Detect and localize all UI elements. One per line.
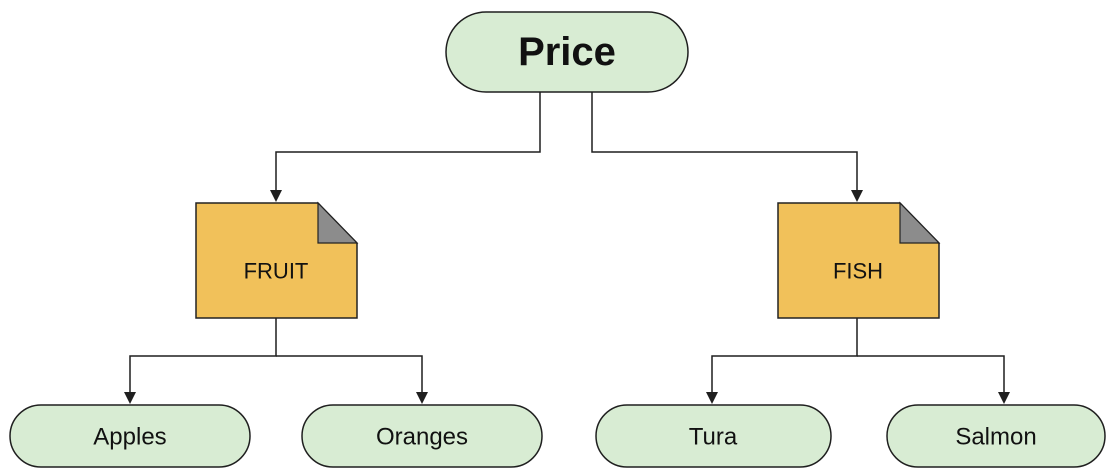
connector-fruit-to-oranges xyxy=(276,355,423,394)
leaf-label-apples: Apples xyxy=(93,424,166,451)
fish-connectors xyxy=(706,318,1010,404)
arrowhead-fruit xyxy=(270,190,282,202)
category-label-fish: FISH xyxy=(833,259,883,284)
folder-fold-icon-fruit xyxy=(317,201,359,244)
folder-fold-icon-fish xyxy=(899,201,941,244)
connector-root-to-fruit xyxy=(275,92,541,192)
connector-fish-to-tura xyxy=(711,318,858,394)
connector-fish-to-salmon xyxy=(857,355,1005,394)
leaf-label-oranges: Oranges xyxy=(376,424,468,451)
leaf-node-shape xyxy=(301,404,543,468)
connector-root-to-fish xyxy=(591,92,858,192)
leaf-node-shape xyxy=(9,404,251,468)
arrowhead-oranges xyxy=(416,392,428,404)
leaf-node-tura: Tura xyxy=(595,404,832,468)
leaf-node-shape xyxy=(595,404,832,468)
category-label-fruit: FRUIT xyxy=(244,259,309,284)
arrowhead-fish xyxy=(851,190,863,202)
leaf-label-salmon: Salmon xyxy=(955,424,1036,451)
root-node-shape xyxy=(445,11,689,93)
root-node: Price xyxy=(445,11,689,93)
folder-shape-fruit xyxy=(195,202,358,319)
arrowhead-tura xyxy=(706,392,718,404)
leaf-label-tura: Tura xyxy=(689,424,738,451)
connector-fruit-to-apples xyxy=(129,318,277,394)
root-connectors xyxy=(270,92,863,202)
fruit-connectors xyxy=(124,318,428,404)
leaf-node-apples: Apples xyxy=(9,404,251,468)
arrowhead-salmon xyxy=(998,392,1010,404)
leaf-node-salmon: Salmon xyxy=(886,404,1106,468)
folder-shape-fish xyxy=(777,202,940,319)
arrowhead-apples xyxy=(124,392,136,404)
leaf-node-oranges: Oranges xyxy=(301,404,543,468)
category-node-fruit: FRUIT xyxy=(195,201,359,319)
category-node-fish: FISH xyxy=(777,201,941,319)
leaf-node-shape xyxy=(886,404,1106,468)
root-node-label: Price xyxy=(518,30,616,74)
